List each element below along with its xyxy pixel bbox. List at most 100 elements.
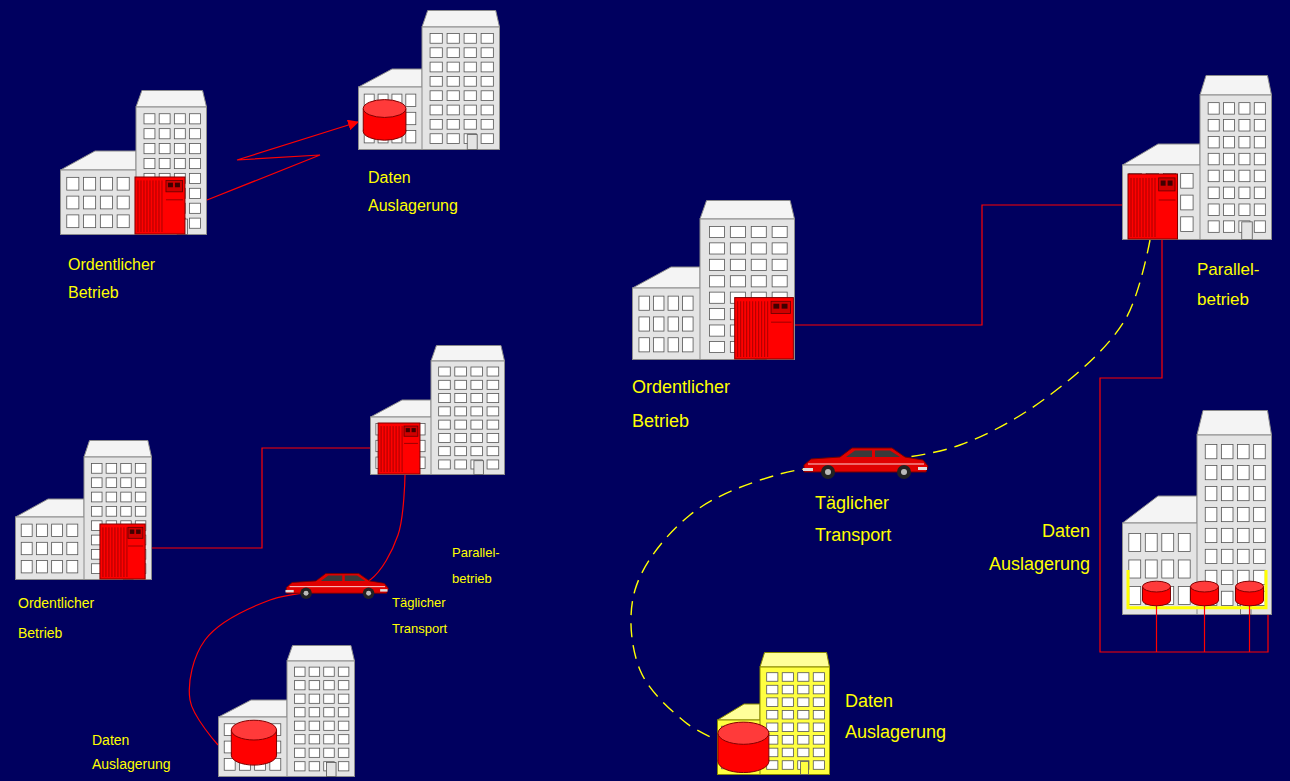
window <box>772 243 787 254</box>
window <box>481 134 493 144</box>
window <box>653 317 663 331</box>
rack-stripe <box>1152 178 1153 237</box>
rack-stripe <box>161 180 162 232</box>
window <box>455 433 467 442</box>
window <box>1254 549 1266 563</box>
window <box>481 76 493 86</box>
window <box>668 317 678 331</box>
rack-stripe <box>743 301 744 357</box>
building-label: Parallel- betrieb <box>1197 255 1259 315</box>
window <box>1254 486 1266 500</box>
window <box>767 685 778 694</box>
window <box>471 407 483 416</box>
window-grid <box>430 33 493 143</box>
disk-side <box>363 109 364 132</box>
building-wing <box>16 517 85 580</box>
window <box>1221 591 1233 605</box>
window <box>121 506 132 516</box>
window <box>487 433 499 442</box>
building-roof <box>359 69 423 87</box>
window <box>159 114 170 124</box>
window <box>1129 533 1141 551</box>
window <box>430 48 442 58</box>
building-roof <box>633 267 701 288</box>
rack-stripe <box>767 301 768 357</box>
window <box>487 460 499 469</box>
window <box>106 506 117 516</box>
window <box>106 463 117 473</box>
window <box>1205 445 1217 459</box>
rack-stripe <box>752 301 753 357</box>
window <box>1254 153 1265 164</box>
window <box>159 129 170 139</box>
window <box>1221 445 1233 459</box>
window <box>439 367 451 376</box>
building-wing <box>371 417 432 475</box>
window <box>798 685 809 694</box>
window-grid <box>439 367 499 469</box>
rack-stripe <box>152 180 153 232</box>
window <box>106 478 117 488</box>
window <box>190 173 201 183</box>
window <box>324 748 335 757</box>
window <box>1224 221 1235 232</box>
window <box>67 561 78 573</box>
rack-stripe <box>120 527 121 577</box>
building-tower <box>760 667 830 775</box>
rack-stripe <box>158 180 159 232</box>
window <box>121 492 132 502</box>
window <box>668 296 678 310</box>
link-line <box>152 448 370 548</box>
window <box>1221 465 1233 479</box>
window <box>813 723 824 732</box>
rack-stripe <box>155 180 156 232</box>
window <box>813 698 824 707</box>
window <box>1224 103 1235 114</box>
window <box>67 196 79 209</box>
window <box>1162 533 1174 551</box>
window <box>709 276 724 287</box>
window <box>709 325 724 336</box>
window <box>1238 445 1250 459</box>
building-roof <box>287 646 355 662</box>
rack-stripe <box>111 527 112 577</box>
disk-top <box>718 722 769 744</box>
window <box>21 561 32 573</box>
window <box>751 259 766 270</box>
window <box>709 341 724 352</box>
window <box>1181 173 1193 188</box>
building-figure <box>370 345 505 475</box>
disk-top <box>1191 581 1219 592</box>
disk-side <box>405 109 406 132</box>
feed-line <box>1249 605 1250 615</box>
window <box>21 524 32 536</box>
window <box>798 698 809 707</box>
disk-top <box>231 720 276 740</box>
window <box>1224 170 1235 181</box>
rack-indicator <box>1161 181 1166 186</box>
window <box>309 708 320 717</box>
rack-stripe <box>399 426 400 472</box>
building-shape <box>633 201 795 360</box>
window <box>406 94 416 106</box>
rack-body <box>378 423 420 474</box>
building-roof <box>61 151 137 170</box>
window <box>1208 187 1219 198</box>
building-wing <box>61 170 137 235</box>
window-grid <box>295 667 349 771</box>
rack-indicator <box>136 530 141 534</box>
window <box>159 144 170 154</box>
window <box>1221 507 1233 521</box>
building-door <box>326 762 336 776</box>
window <box>67 524 78 536</box>
rack-stripe <box>1143 178 1144 237</box>
window <box>683 317 693 331</box>
window <box>447 119 459 129</box>
window <box>1239 170 1250 181</box>
window <box>683 296 693 310</box>
window <box>309 735 320 744</box>
building-figure <box>15 440 152 580</box>
disk-cylinder <box>718 722 769 772</box>
building-door <box>1242 222 1253 240</box>
window <box>447 76 459 86</box>
